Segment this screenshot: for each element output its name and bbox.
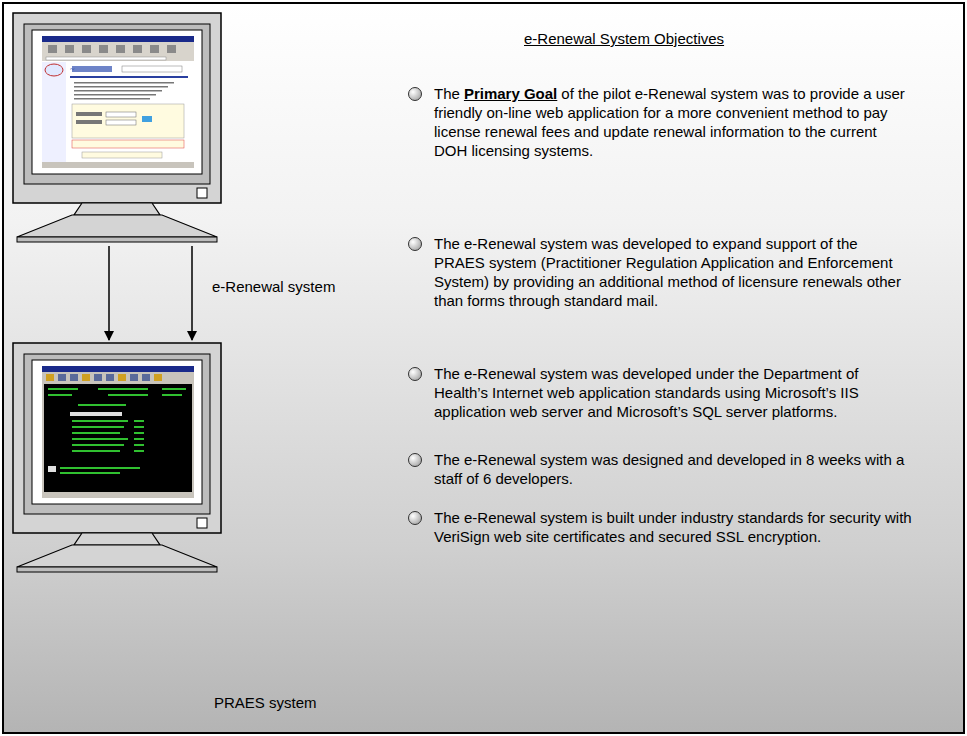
objective-text-part: The e-Renewal system was developed to ex…: [434, 235, 901, 309]
arrow-connector: [191, 246, 193, 340]
bullet-icon: [407, 86, 423, 102]
objective-text-part: The e-Renewal system was designed and de…: [434, 451, 904, 487]
monitor-illustration: [12, 342, 224, 574]
bullet-icon: [407, 452, 423, 468]
slide-title: e-Renewal System Objectives: [524, 30, 724, 47]
bullet-icon: [407, 366, 423, 382]
objective-text-part: The e-Renewal system was developed under…: [434, 365, 859, 420]
objective-text: The e-Renewal system is built under indu…: [434, 508, 912, 546]
objective-text-part: Primary Goal: [464, 85, 557, 102]
objective-text-part: The: [434, 85, 460, 102]
system-label: PRAES system: [214, 694, 317, 711]
bullet-icon: [407, 236, 423, 252]
bullet-icon: [407, 510, 423, 526]
objective-text: The e-Renewal system was developed to ex…: [434, 234, 912, 310]
objective-text: ThePrimary Goalof the pilot e-Renewal sy…: [434, 84, 912, 160]
monitor-node: PRAES system: [12, 342, 224, 574]
system-label: e-Renewal system: [212, 278, 335, 295]
monitor-illustration: ~: [12, 12, 224, 244]
monitor-node: ~e-Renewal system: [12, 12, 224, 244]
objective-text: The e-Renewal system was developed under…: [434, 364, 912, 421]
objective-text: The e-Renewal system was designed and de…: [434, 450, 912, 488]
arrow-connector: [108, 246, 110, 340]
objective-text-part: The e-Renewal system is built under indu…: [434, 509, 912, 545]
